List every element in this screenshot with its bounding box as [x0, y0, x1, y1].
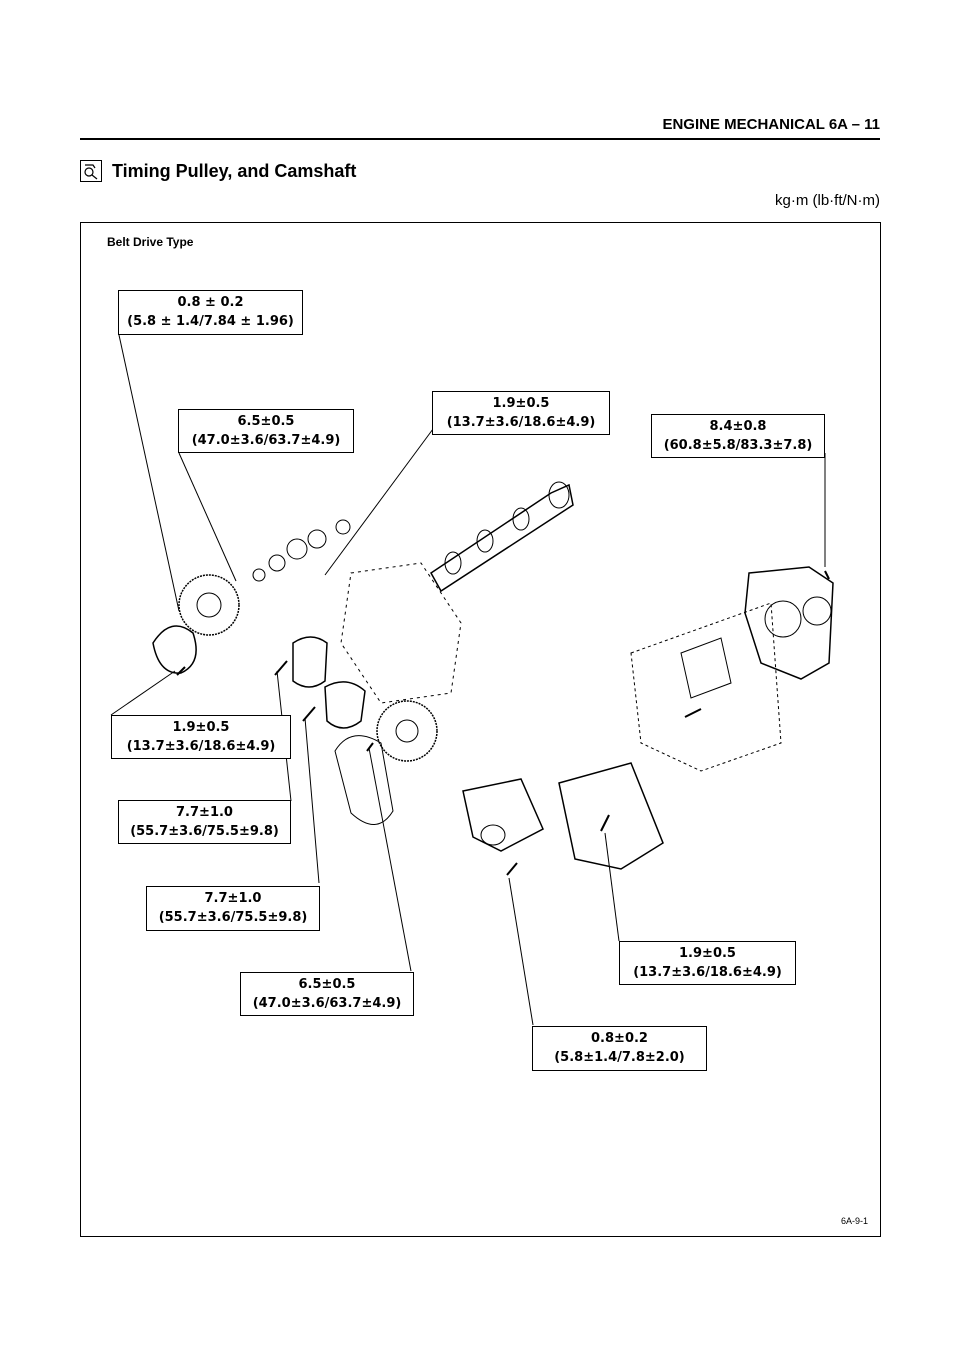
torque-spec-cover-plate-bolt: 1.9±0.5(13.7±3.6/18.6±4.9)	[111, 715, 291, 759]
section-title: Timing Pulley, and Camshaft	[112, 160, 357, 181]
header-title: ENGINE MECHANICAL 6A – 11	[662, 116, 880, 133]
torque-spec-camshaft-pulley-cover: 0.8 ± 0.2(5.8 ± 1.4/7.84 ± 1.96)	[118, 290, 303, 335]
torque-spec-front-cover-bolt: 0.8±0.2(5.8±1.4/7.8±2.0)	[532, 1026, 707, 1071]
torque-spec-camshaft-pulley-bolt: 6.5±0.5(47.0±3.6/63.7±4.9)	[178, 409, 354, 453]
figure-caption: Belt Drive Type	[107, 235, 194, 249]
torque-spec-tensioner-bolt: 7.7±1.0(55.7±3.6/75.5±9.8)	[118, 800, 291, 844]
figure-id: 6A-9-1	[840, 1216, 868, 1226]
torque-spec-crank-pulley-bolt: 6.5±0.5(47.0±3.6/63.7±4.9)	[240, 972, 414, 1016]
torque-spec-idler-bolt: 7.7±1.0(55.7±3.6/75.5±9.8)	[146, 886, 320, 931]
torque-spec-camshaft-bearing: 1.9±0.5(13.7±3.6/18.6±4.9)	[432, 391, 610, 435]
section-heading: Timing Pulley, and Camshaft	[80, 160, 356, 182]
page-header: ENGINE MECHANICAL 6A – 11	[80, 112, 880, 140]
magnifier-icon	[80, 160, 102, 182]
exploded-diagram: Belt Drive Type	[80, 222, 881, 1237]
units-label: kg·m (lb·ft/N·m)	[775, 192, 880, 209]
torque-spec-housing-bolt: 1.9±0.5(13.7±3.6/18.6±4.9)	[619, 941, 796, 985]
engine-parts-drawing	[110, 334, 834, 1026]
torque-spec-rear-plate: 8.4±0.8(60.8±5.8/83.3±7.8)	[651, 414, 825, 458]
